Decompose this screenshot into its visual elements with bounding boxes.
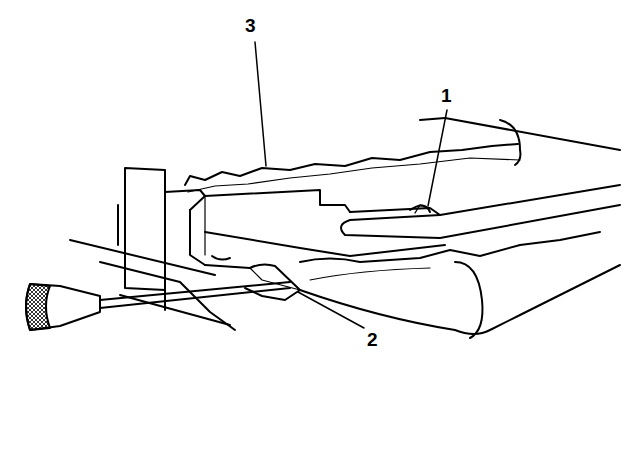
- callout-number: 1: [440, 86, 453, 105]
- line-art: [26, 42, 620, 338]
- callout-number: 3: [244, 16, 257, 35]
- callout-number: 2: [366, 330, 379, 349]
